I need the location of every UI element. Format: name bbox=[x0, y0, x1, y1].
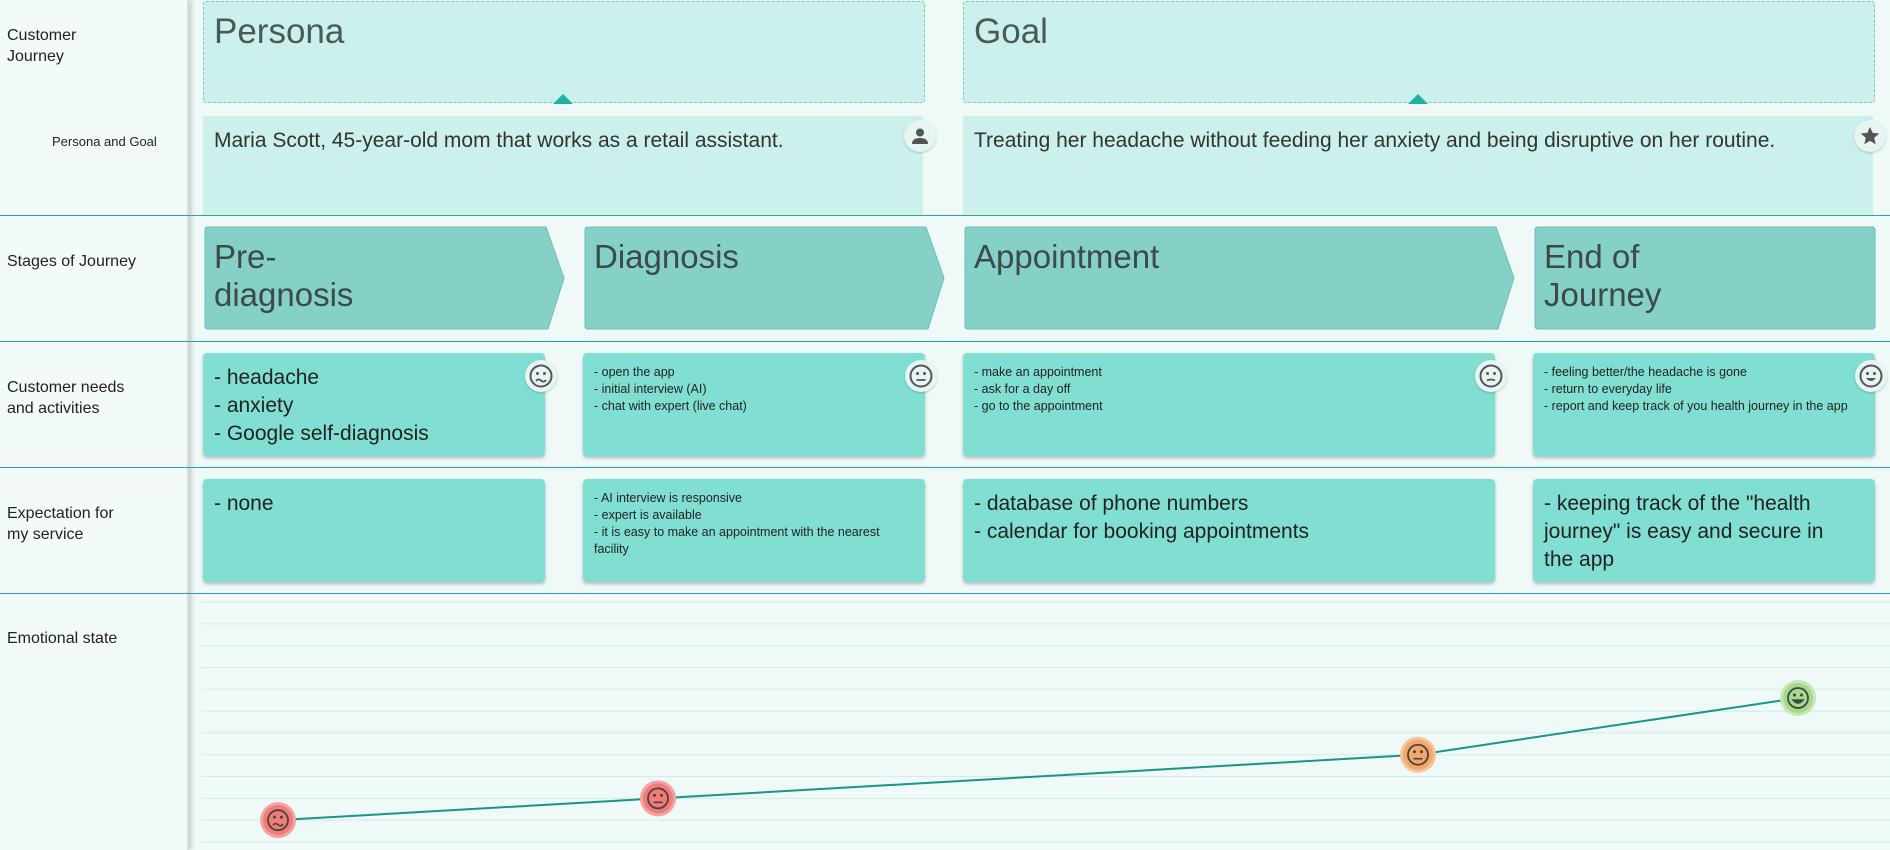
slightly-sad-face-icon bbox=[1475, 360, 1507, 392]
expectation-card-pre-diagnosis[interactable]: - none bbox=[203, 479, 545, 582]
neutral-face-icon-point[interactable] bbox=[1400, 736, 1436, 773]
needs-list: - open the app- initial interview (AI)- … bbox=[594, 365, 747, 413]
goal-text: Treating her headache without feeding he… bbox=[974, 129, 1776, 152]
person-icon bbox=[904, 120, 936, 152]
star-icon bbox=[1854, 120, 1886, 152]
neutral-face-icon bbox=[905, 360, 937, 392]
goal-header[interactable]: Goal bbox=[963, 1, 1875, 103]
row-divider bbox=[0, 341, 1890, 342]
neutral-face-icon-point[interactable] bbox=[640, 780, 676, 817]
row-divider bbox=[0, 593, 1890, 594]
expectation-list: - database of phone numbers- calendar fo… bbox=[974, 492, 1310, 543]
row-divider bbox=[0, 467, 1890, 468]
goal-card[interactable]: Treating her headache without feeding he… bbox=[963, 116, 1873, 215]
worried-face-icon-point[interactable] bbox=[260, 802, 296, 839]
needs-card-appointment[interactable]: - make an appointment- ask for a day off… bbox=[963, 353, 1495, 456]
persona-title: Persona bbox=[214, 12, 345, 51]
expectation-list: - none bbox=[214, 492, 274, 515]
happy-face-icon bbox=[1855, 360, 1887, 392]
needs-list: - make an appointment- ask for a day off… bbox=[974, 365, 1103, 413]
stage-label: Pre-diagnosis bbox=[214, 238, 354, 313]
row-label-persona-goal: Persona and Goal bbox=[52, 134, 157, 149]
needs-list: - headache- anxiety- Google self-diagnos… bbox=[214, 366, 429, 445]
needs-card-diagnosis[interactable]: - open the app- initial interview (AI)- … bbox=[583, 353, 925, 456]
goal-title: Goal bbox=[974, 12, 1048, 51]
happy-face-icon-point[interactable] bbox=[1780, 680, 1816, 716]
worried-face-icon bbox=[525, 360, 557, 392]
emotional-state-chart bbox=[202, 601, 1890, 843]
expectation-card-appointment[interactable]: - database of phone numbers- calendar fo… bbox=[963, 479, 1495, 582]
persona-notch bbox=[553, 94, 573, 104]
stage-label: Diagnosis bbox=[594, 238, 739, 275]
emotion-line bbox=[277, 697, 1799, 822]
row-divider bbox=[0, 215, 1890, 216]
persona-text: Maria Scott, 45-year-old mom that works … bbox=[214, 129, 784, 152]
goal-notch bbox=[1408, 94, 1428, 104]
needs-list: - feeling better/the headache is gone- r… bbox=[1544, 365, 1848, 413]
needs-card-pre-diagnosis[interactable]: - headache- anxiety- Google self-diagnos… bbox=[203, 353, 545, 456]
stage-label: End of Journey bbox=[1544, 238, 1662, 313]
row-label-emotional: Emotional state bbox=[7, 630, 118, 647]
needs-card-end-of-journey[interactable]: - feeling better/the headache is gone- r… bbox=[1533, 353, 1875, 456]
persona-header[interactable]: Persona bbox=[203, 1, 925, 103]
stage-label: Appointment bbox=[974, 238, 1160, 275]
row-label-stages: Stages of Journey bbox=[7, 253, 136, 270]
persona-card[interactable]: Maria Scott, 45-year-old mom that works … bbox=[203, 116, 923, 215]
expectation-card-diagnosis[interactable]: - AI interview is responsive- expert is … bbox=[583, 479, 925, 582]
expectation-list: - AI interview is responsive- expert is … bbox=[594, 491, 880, 556]
